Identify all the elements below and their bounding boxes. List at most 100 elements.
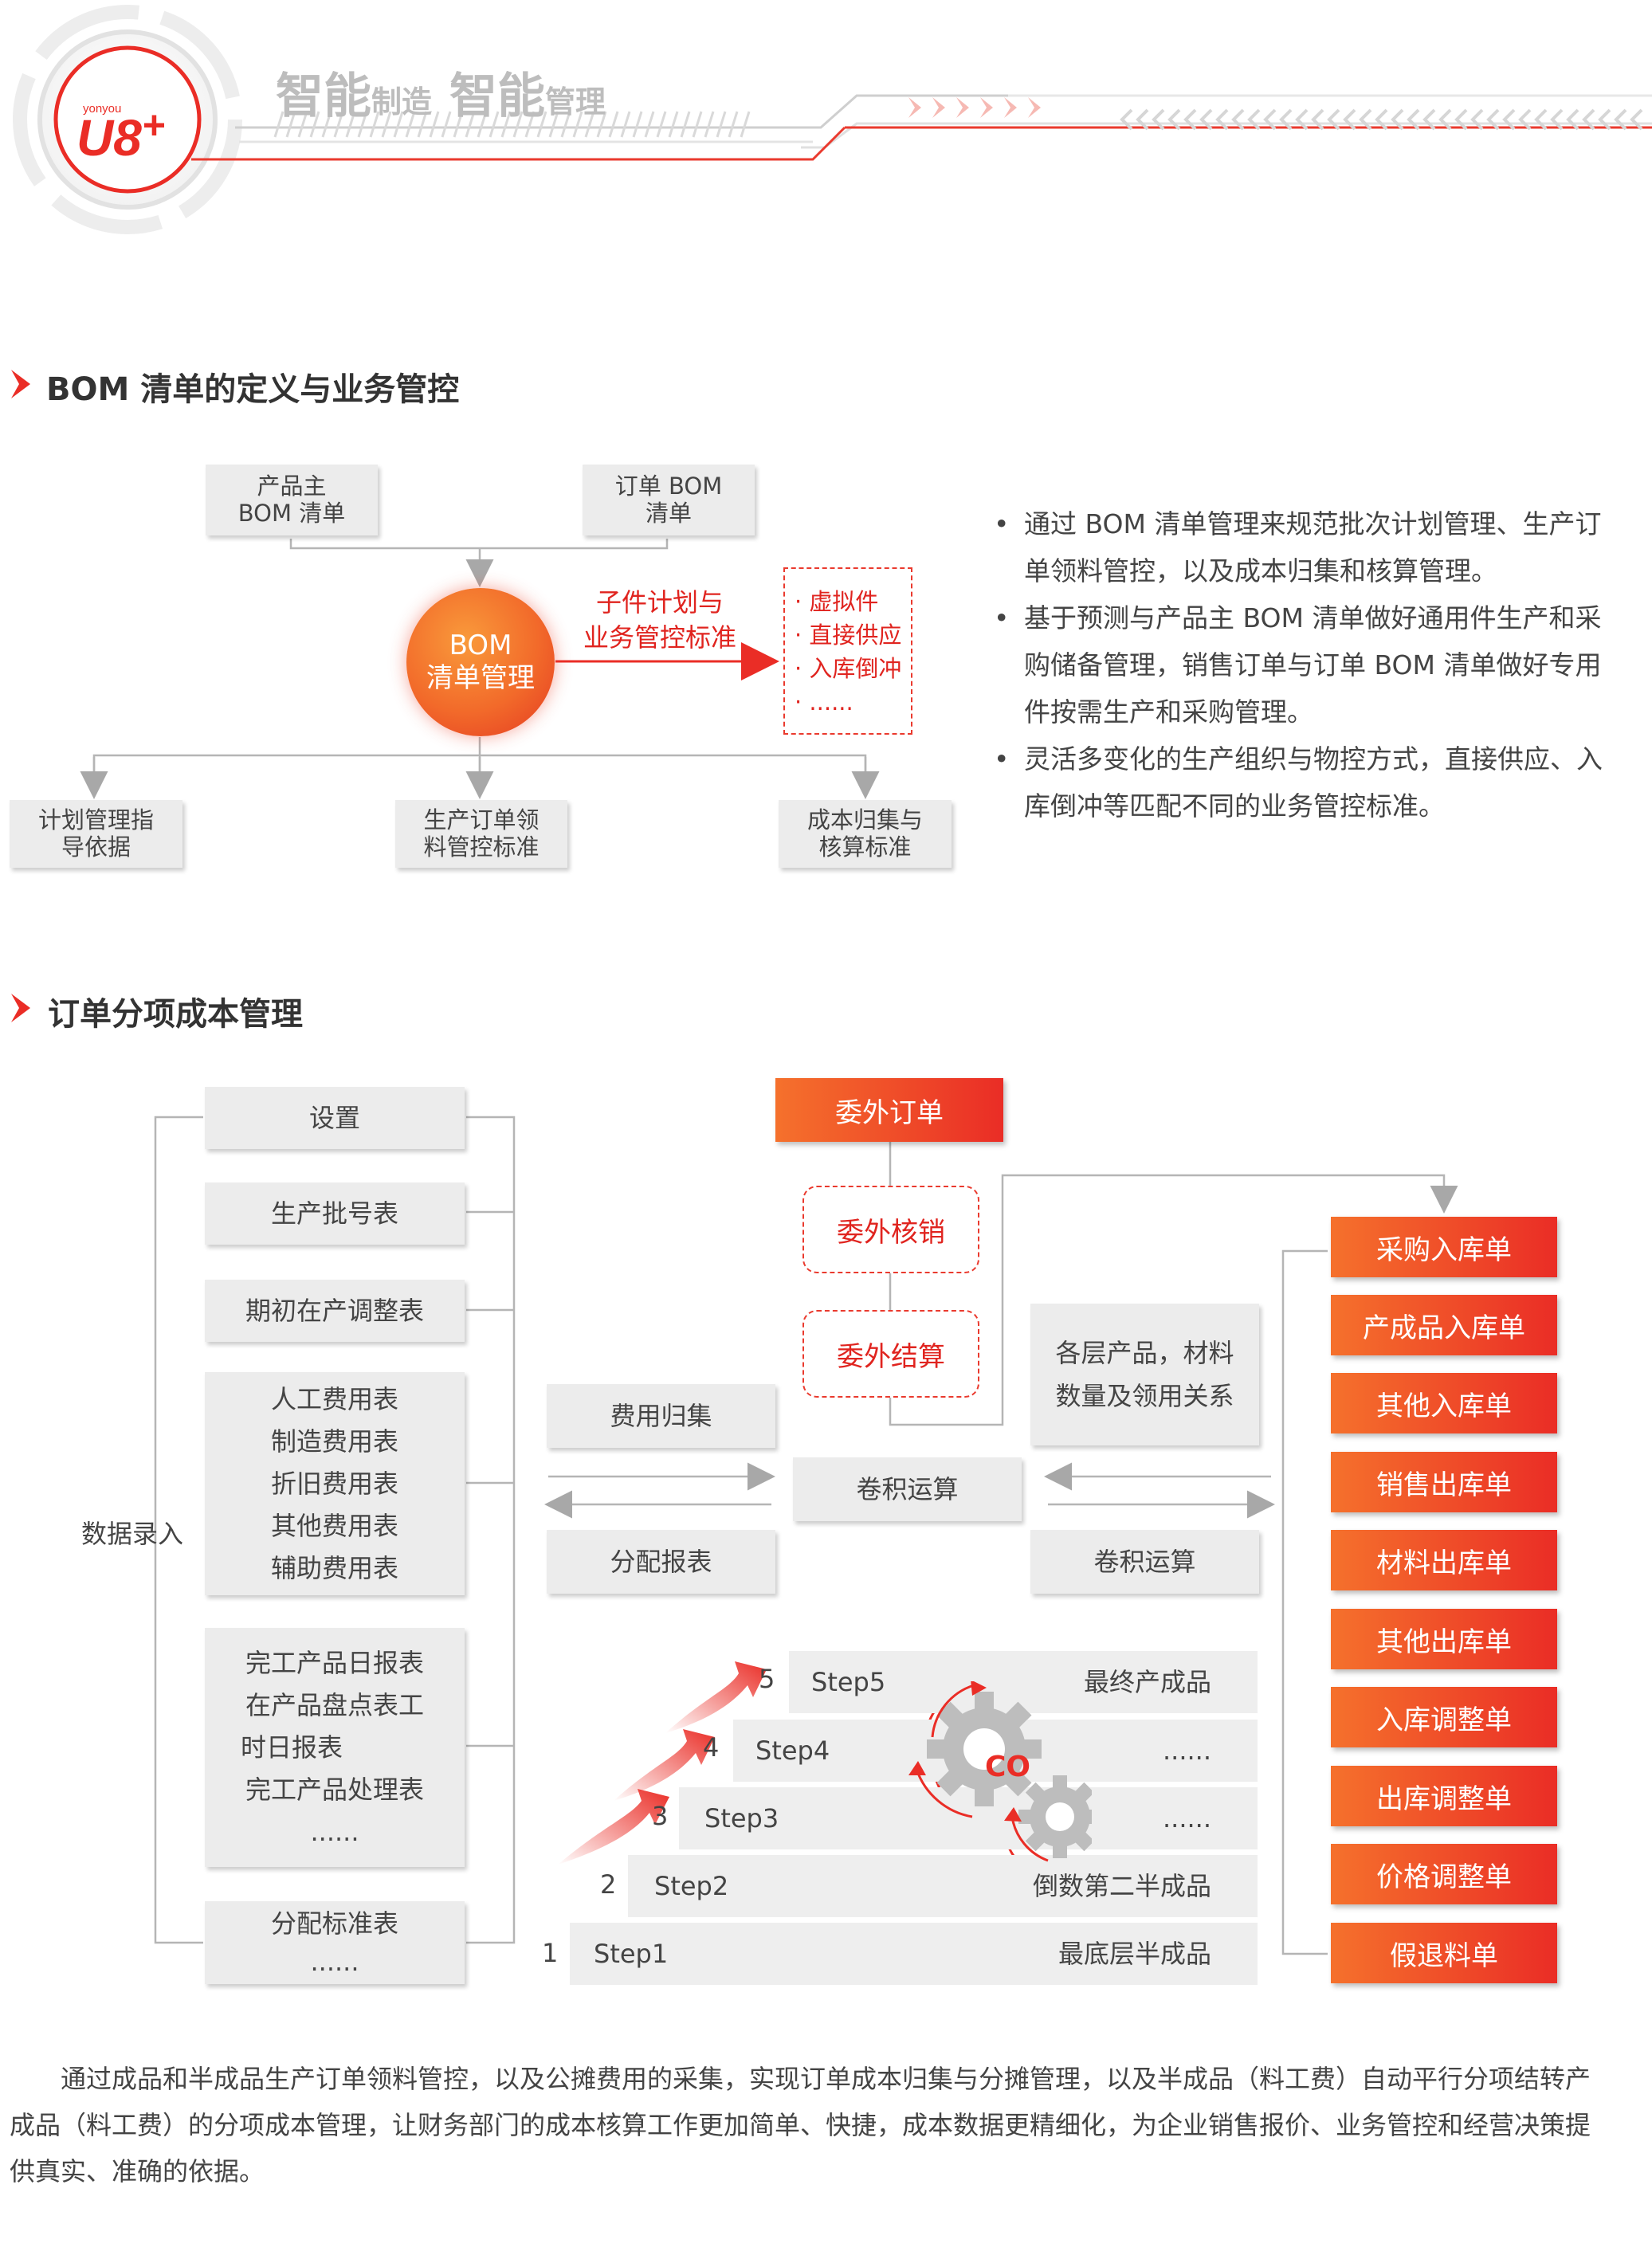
step-number: 3 [652,1801,669,1831]
right-doc-box: 价格调整单 [1331,1844,1557,1904]
section-marker-icon [11,370,30,398]
expense-table-item: 折旧费用表 [270,1468,398,1499]
child-plan-label-line-2: 业务管控标准 [583,622,736,653]
expense-table-item: 其他费用表 [270,1510,398,1541]
step-value: 倒数第二半成品 [1032,1871,1211,1901]
allocation-report-box: 分配报表 [547,1530,775,1594]
step-number: 2 [600,1869,617,1900]
bom-bullet-item: 灵活多变化的生产组织与物控方式，直接供应、入库倒冲等匹配不同的业务管控标准。 [992,735,1622,829]
cost-accounting-line-2: 核算标准 [818,833,912,861]
completion-report-item: 完工产品处理表 [245,1774,424,1805]
control-mode-item: · 虚拟件 [795,588,879,615]
bom-bullet-item: 基于预测与产品主 BOM 清单做好通用件生产和采购储备管理，销售订单与订单 BO… [992,594,1622,735]
cost-accounting-box: 成本归集与 核算标准 [779,800,952,868]
order-material-line-1: 生产订单领 [423,806,540,834]
right-doc-box: 产成品入库单 [1331,1295,1557,1355]
control-mode-item: · ...... [795,688,853,716]
cost-accounting-line-1: 成本归集与 [806,806,923,834]
step-label: Step5 [811,1667,886,1697]
step-value: 最终产成品 [1083,1667,1211,1697]
completion-report-item: 在产品盘点表工 [245,1689,424,1720]
control-modes-dashed-box: · 虚拟件 · 直接供应 · 入库倒冲 · ...... [783,567,912,735]
settings-box-label: 设置 [308,1102,360,1133]
allocation-standard-line-2: ...... [310,1947,359,1977]
outsource-verify-box: 委外核销 [802,1186,979,1273]
level-relation-line-2: 数量及领用关系 [1055,1381,1234,1411]
batch-number-box: 生产批号表 [205,1182,465,1245]
logo-small-text: yonyou [83,102,122,116]
header-slogan: 智能制造智能管理 [276,57,606,127]
slogan-part-4: 管理 [545,86,606,120]
level-relation-line-1: 各层产品，材料 [1055,1338,1234,1368]
slogan-part-2: 制造 [371,86,433,120]
step-label: Step3 [704,1803,779,1833]
expense-tables-box: 人工费用表 制造费用表 折旧费用表 其他费用表 辅助费用表 [205,1372,465,1595]
section2-title: 订单分项成本管理 [48,996,303,1033]
right-doc-box: 采购入库单 [1331,1217,1557,1277]
product-master-bom-line-1: 产品主 [257,473,327,500]
slogan-part-3: 智能 [449,69,546,123]
header-banner: yonyou U8+ 智能制造智能管理 [0,0,1652,263]
right-doc-box: 材料出库单 [1331,1530,1557,1590]
logo-plus-text: + [141,103,166,147]
bom-description-list: 通过 BOM 清单管理来规范批次计划管理、生产订单领料管控，以及成本归集和核算管… [992,500,1622,829]
footer-paragraph: 通过成品和半成品生产订单领料管控，以及公摊费用的采集，实现订单成本归集与分摊管理… [10,2064,1591,2186]
order-bom-box: 订单 BOM 清单 [583,465,755,535]
order-bom-line-1: 订单 BOM [614,473,723,500]
bom-circle-line-1: BOM [449,629,512,662]
batch-number-label: 生产批号表 [270,1198,398,1229]
step-label: Step4 [755,1735,830,1766]
right-doc-box: 出库调整单 [1331,1766,1557,1826]
step-row: Step5 最终产成品 [789,1651,1258,1713]
level-relation-box: 各层产品，材料 数量及领用关系 [1030,1304,1259,1445]
completion-report-item: 完工产品日报表 [245,1647,424,1678]
step-row: Step1 最底层半成品 [570,1923,1258,1985]
step-value: ...... [1162,1803,1211,1833]
expense-table-item: 人工费用表 [270,1383,398,1414]
step-value: ...... [1162,1735,1211,1766]
completion-report-item: ...... [310,1816,359,1847]
slogan-part-1: 智能 [276,69,371,123]
gear-overlay [908,1681,1092,1862]
header-decoration [13,5,1652,234]
completion-reports-box: 完工产品日报表 在产品盘点表工 时日报表 完工产品处理表 ...... [205,1628,465,1867]
section-marker-icon [11,994,30,1022]
rollup-right-box: 卷积运算 [1030,1530,1259,1594]
rollup-center-box: 卷积运算 [793,1457,1022,1521]
gear-co-label: CO [985,1751,1031,1783]
product-master-bom-line-2: BOM 清单 [237,499,346,527]
data-entry-label: 数据录入 [81,1519,184,1549]
bom-management-circle: BOM 清单管理 [406,588,555,736]
allocation-standard-box: 分配标准表 ...... [205,1901,465,1984]
expense-table-item: 制造费用表 [270,1426,398,1457]
control-mode-item: · 直接供应 [795,622,902,649]
step-value: 最底层半成品 [1058,1939,1211,1969]
logo-u8: U8+ [77,103,165,167]
plan-guidance-box: 计划管理指 导依据 [10,800,182,868]
child-plan-label: 子件计划与 业务管控标准 [580,585,740,655]
opening-wip-box: 期初在产调整表 [205,1280,465,1342]
order-material-line-2: 料管控标准 [423,833,540,861]
step-row: Step3 ...... [679,1787,1258,1849]
step-number: 1 [542,1938,559,1968]
cost-collection-box: 费用归集 [547,1384,775,1448]
right-doc-box: 假退料单 [1331,1923,1557,1983]
logo-main-text: U8 [77,109,142,167]
control-mode-item: · 入库倒冲 [795,655,902,682]
step-label: Step2 [654,1871,729,1901]
order-material-control-box: 生产订单领 料管控标准 [395,800,567,868]
outsource-order-box: 委外订单 [775,1078,1003,1142]
right-doc-box: 销售出库单 [1331,1452,1557,1512]
outsource-settle-box: 委外结算 [802,1310,979,1398]
section1-title: BOM 清单的定义与业务管控 [46,371,460,408]
product-master-bom-box: 产品主 BOM 清单 [206,465,378,535]
right-doc-box: 入库调整单 [1331,1687,1557,1747]
step-label: Step1 [594,1939,669,1969]
opening-wip-label: 期初在产调整表 [245,1295,424,1326]
settings-box: 设置 [205,1087,465,1149]
right-doc-box: 其他出库单 [1331,1609,1557,1669]
order-bom-line-2: 清单 [645,499,692,527]
step-number: 4 [703,1732,720,1763]
allocation-standard-line-1: 分配标准表 [270,1908,398,1939]
bom-diagram-lines [80,539,880,799]
